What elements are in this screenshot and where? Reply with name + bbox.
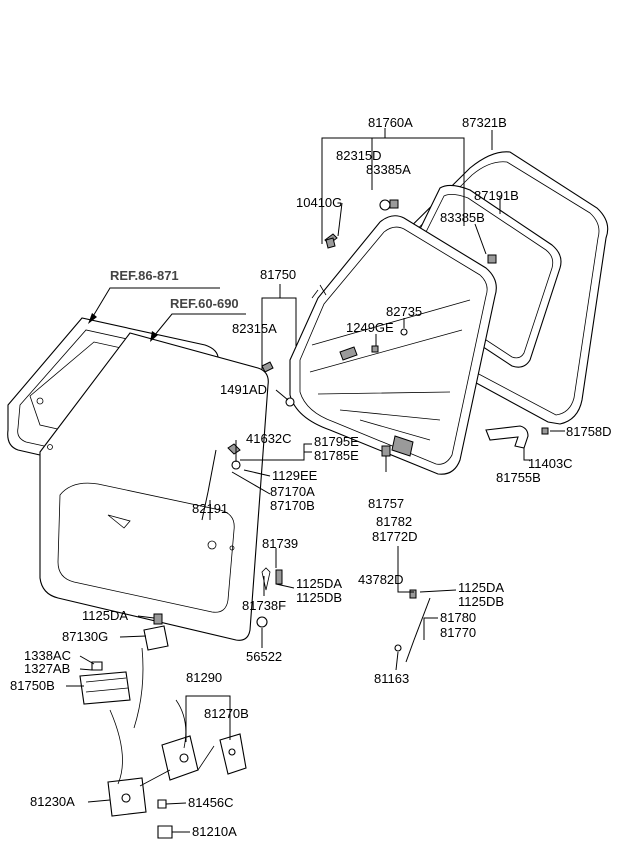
label-1338ac: 1338AC	[24, 648, 71, 663]
label-81758d: 81758D	[566, 424, 612, 439]
label-1327ab: 1327AB	[24, 661, 70, 676]
label-82735: 82735	[386, 304, 422, 319]
tailgate-trim-panel	[289, 199, 497, 475]
leader-lines	[66, 128, 565, 833]
label-1129ee: 1129EE	[272, 468, 318, 483]
label-81795e: 81795E	[314, 434, 359, 449]
label-81290: 81290	[186, 670, 222, 685]
label-81760a: 81760A	[368, 115, 413, 130]
label-1125da-left: 1125DA	[82, 608, 128, 623]
label-81456c: 81456C	[188, 795, 234, 810]
label-43782d: 43782D	[358, 572, 404, 587]
label-83385a: 83385A	[366, 162, 411, 177]
label-81739: 81739	[262, 536, 298, 551]
gas-strut-right	[394, 589, 431, 663]
label-82191: 82191	[192, 501, 228, 516]
label-87130g: 87130G	[62, 629, 108, 644]
label-87170b: 87170B	[270, 498, 315, 513]
lock-81230a	[107, 709, 173, 839]
label-87170a: 87170A	[270, 484, 315, 499]
label-81770: 81770	[440, 625, 476, 640]
label-83385b: 83385B	[440, 210, 485, 225]
small-fasteners	[79, 199, 408, 729]
label-56522: 56522	[246, 649, 282, 664]
ref-label-glass: REF.60-690	[170, 296, 239, 311]
label-81750: 81750	[260, 267, 296, 282]
label-81270b: 81270B	[204, 706, 249, 721]
handle-81755b	[485, 425, 549, 449]
label-1125db-right: 1125DB	[458, 594, 504, 609]
label-87321b: 87321B	[462, 115, 507, 130]
label-11403c: 11403C	[528, 456, 573, 471]
label-82315d: 82315D	[336, 148, 382, 163]
label-81230a: 81230A	[30, 794, 75, 809]
label-81772d: 81772D	[372, 529, 418, 544]
label-1125da-right: 1125DA	[458, 580, 504, 595]
label-81738f: 81738F	[242, 598, 286, 613]
label-81785e: 81785E	[314, 448, 359, 463]
gas-strut-left	[201, 443, 241, 521]
part-labels: REF.86-871 REF.60-690 81760A 87321B 8231…	[10, 115, 612, 839]
label-81163: 81163	[374, 671, 409, 686]
label-81757: 81757	[368, 496, 404, 511]
label-1491ad: 1491AD	[220, 382, 267, 397]
label-41632c: 41632C	[246, 431, 292, 446]
tailgate-outer-panel	[39, 332, 269, 641]
label-81780: 81780	[440, 610, 476, 625]
label-10410g: 10410G	[296, 195, 342, 210]
label-1249ge: 1249GE	[346, 320, 394, 335]
label-81755b: 81755B	[496, 470, 541, 485]
label-81210a: 81210A	[192, 824, 237, 839]
label-81750b: 81750B	[10, 678, 55, 693]
latch-actuator-81290	[161, 699, 247, 781]
label-87191b: 87191B	[474, 188, 519, 203]
ref-label-body: REF.86-871	[110, 268, 179, 283]
label-82315a: 82315A	[232, 321, 277, 336]
label-1125da-mid: 1125DA	[296, 576, 342, 591]
label-1125db-mid: 1125DB	[296, 590, 342, 605]
label-81782: 81782	[376, 514, 412, 529]
